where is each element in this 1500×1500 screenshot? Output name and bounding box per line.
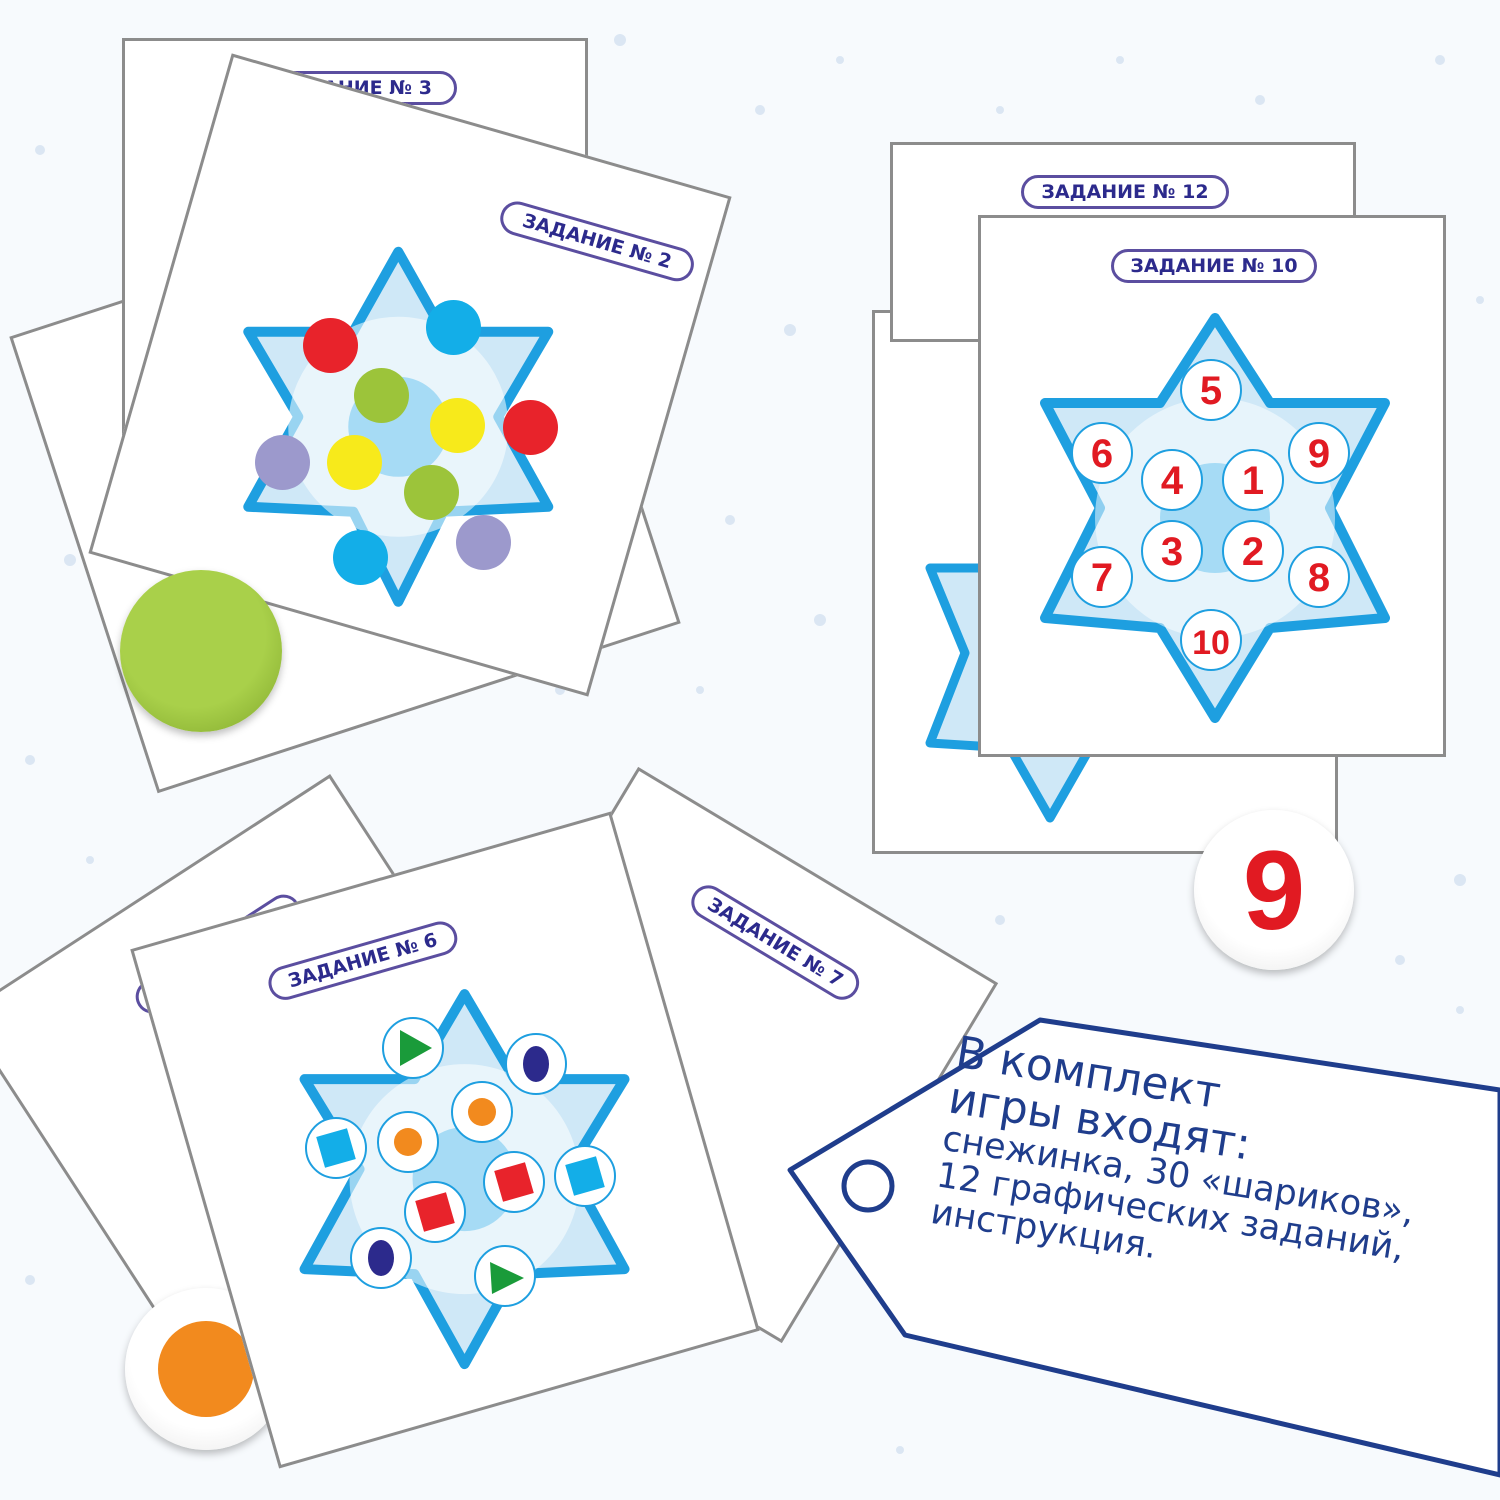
number-circle-8: 8 (1288, 546, 1350, 608)
number-9-token[interactable]: 9 (1194, 810, 1354, 970)
ball-red (503, 400, 558, 455)
square-icon (565, 1156, 605, 1196)
svg-text:9: 9 (1308, 432, 1330, 476)
square-icon (415, 1192, 455, 1232)
svg-text:7: 7 (1091, 556, 1113, 600)
circle-icon (394, 1128, 422, 1156)
ball-yellow (327, 435, 382, 490)
number-circle-6: 6 (1071, 422, 1133, 484)
svg-text:4: 4 (1161, 459, 1184, 503)
square-icon (494, 1162, 534, 1202)
svg-text:10: 10 (1192, 624, 1230, 662)
number-circle-2: 2 (1222, 520, 1284, 582)
task-label: ЗАДАНИЕ № 10 (1111, 249, 1317, 283)
svg-text:2: 2 (1242, 530, 1264, 574)
number-circle-9: 9 (1288, 422, 1350, 484)
ball-yellow (430, 398, 485, 453)
circle-icon (468, 1098, 496, 1126)
triangle-icon (490, 1262, 524, 1294)
ball-lilac (456, 515, 511, 570)
svg-text:1: 1 (1242, 459, 1264, 503)
green-ball-token[interactable] (120, 570, 282, 732)
ball-blue (333, 530, 388, 585)
svg-text:8: 8 (1308, 556, 1330, 600)
task-label: ЗАДАНИЕ № 12 (1021, 175, 1229, 209)
ball-green (404, 465, 459, 520)
ball-green (354, 368, 409, 423)
oval-icon (523, 1046, 549, 1082)
number-circle-3: 3 (1141, 520, 1203, 582)
svg-text:5: 5 (1200, 369, 1222, 413)
square-icon (316, 1128, 356, 1168)
number-circle-5: 5 (1180, 359, 1242, 421)
oval-icon (368, 1240, 394, 1276)
orange-ball (158, 1321, 254, 1417)
svg-text:6: 6 (1091, 432, 1113, 476)
triangle-icon (400, 1030, 432, 1066)
number-circles: 5 6 9 4 1 3 2 7 8 10 (1071, 359, 1350, 671)
tag-hole-icon (841, 1159, 895, 1213)
number-circle-7: 7 (1071, 546, 1133, 608)
ball-blue (426, 300, 481, 355)
number-circle-1: 1 (1222, 449, 1284, 511)
svg-text:3: 3 (1161, 530, 1183, 574)
number-circle-4: 4 (1141, 449, 1203, 511)
ball-red (303, 318, 358, 373)
ball-lilac (255, 435, 310, 490)
number-circle-10: 10 (1180, 609, 1242, 671)
